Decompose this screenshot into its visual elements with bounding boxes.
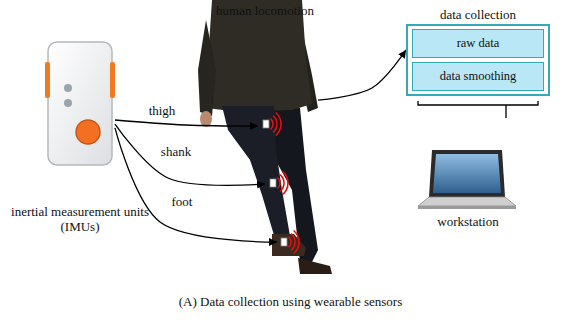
node-heading: inertial measurement units (IMUs)	[0, 204, 165, 234]
box-label: data smoothing	[440, 69, 517, 84]
walking-person	[198, 0, 332, 274]
imu-device	[45, 42, 115, 165]
bracket-connector	[418, 101, 538, 118]
process-box: data smoothing	[412, 62, 544, 91]
imu-device: inertial measurement units (IMUs)	[45, 40, 115, 166]
laptop	[418, 150, 516, 209]
arrow-connector	[115, 128, 277, 242]
figure-caption: (A) Data collection using wearable senso…	[0, 294, 581, 310]
arrow-connector	[115, 124, 265, 185]
workstation: workstation	[418, 118, 518, 210]
node-heading: data collection	[440, 7, 516, 22]
node-heading: human locomotion	[216, 3, 314, 18]
data-collection-box: data collectionraw datadata smoothing	[406, 24, 550, 96]
edge-label: shank	[159, 145, 193, 159]
edge-label: foot	[170, 195, 195, 209]
process-box: raw data	[412, 29, 544, 58]
arrow-connector	[115, 120, 258, 126]
arrow-connector	[318, 50, 406, 100]
human-figure: human locomotion	[195, 22, 335, 277]
box-label: raw data	[457, 36, 500, 51]
node-heading: workstation	[437, 214, 498, 229]
edge-label: thigh	[147, 104, 178, 118]
